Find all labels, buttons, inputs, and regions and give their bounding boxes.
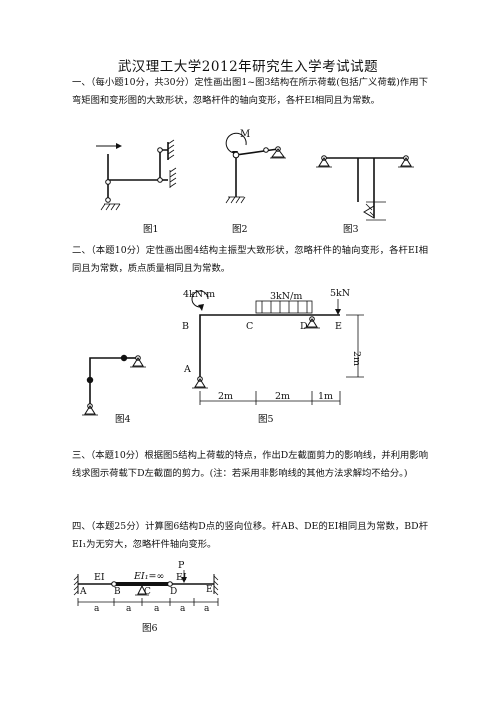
question-2-text: 二、（本题10分）定性画出图4结构主振型大致形状，忽略杆件的轴向变形，各杆EI相… bbox=[72, 245, 428, 274]
ei-left-label: EI bbox=[94, 572, 105, 583]
dist-load-label: 3kN/m bbox=[270, 291, 302, 302]
span-a-3: a bbox=[154, 604, 160, 614]
span-dimension-3: 1m bbox=[318, 391, 333, 402]
ei-mid-label: EI₁=∞ bbox=[133, 571, 164, 582]
span-dimension-2: 2m bbox=[275, 391, 290, 402]
question-3-text: 三、（本题10分）根据图5结构上荷载的特点，作出D左截面剪力的影响线，并利用影响… bbox=[72, 450, 428, 479]
node-D-label: D bbox=[170, 587, 177, 597]
figure-1-caption: 图1 bbox=[143, 224, 159, 235]
figure-3 bbox=[316, 155, 414, 221]
figure-5-caption: 图5 bbox=[258, 414, 274, 425]
span-a-5: a bbox=[204, 604, 210, 614]
node-B-label: B bbox=[114, 587, 121, 597]
figure-2-caption: 图2 bbox=[232, 224, 248, 235]
node-C-label: C bbox=[144, 587, 151, 597]
span-dimension-1: 2m bbox=[218, 391, 233, 402]
page-title: 武汉理工大学2012年研究生入学考试试题 bbox=[117, 59, 379, 75]
node-D-label: D bbox=[300, 321, 308, 332]
figure-1 bbox=[96, 139, 177, 211]
figure-6-caption: 图6 bbox=[142, 623, 158, 634]
moment-load-label: 4kN·m bbox=[183, 289, 215, 300]
node-E-label: E bbox=[335, 321, 342, 332]
figure-2: M bbox=[225, 129, 286, 204]
figure-6: EI EI₁=∞ EI P A B C D E a a a a a bbox=[73, 560, 219, 614]
node-C-label: C bbox=[246, 321, 253, 332]
moment-label: M bbox=[240, 129, 250, 140]
figure-4 bbox=[82, 354, 146, 416]
span-a-2: a bbox=[126, 604, 132, 614]
question-4-text: 四、（本题25分）计算图6结构D点的竖向位移。杆AB、DE的EI相同且为常数，B… bbox=[72, 521, 428, 550]
figure-5: 4kN·m 3kN/m 5kN B C D E A 2m 2m 2m 1m bbox=[182, 288, 364, 405]
node-A-label: A bbox=[79, 587, 87, 597]
figure-4-caption: 图4 bbox=[115, 414, 131, 425]
figure-3-caption: 图3 bbox=[343, 224, 359, 235]
node-B-label: B bbox=[182, 321, 189, 332]
load-label: P bbox=[178, 560, 185, 571]
height-dimension: 2m bbox=[351, 351, 362, 366]
point-load-label: 5kN bbox=[330, 288, 350, 299]
question-1-text: 一、（每小题10分，共30分）定性画出图1~图3结构在所示荷载(包括广义荷载)作… bbox=[72, 77, 428, 106]
node-A-label: A bbox=[183, 364, 191, 375]
span-a-4: a bbox=[180, 604, 186, 614]
span-a-1: a bbox=[94, 604, 100, 614]
node-E-label: E bbox=[206, 585, 213, 595]
